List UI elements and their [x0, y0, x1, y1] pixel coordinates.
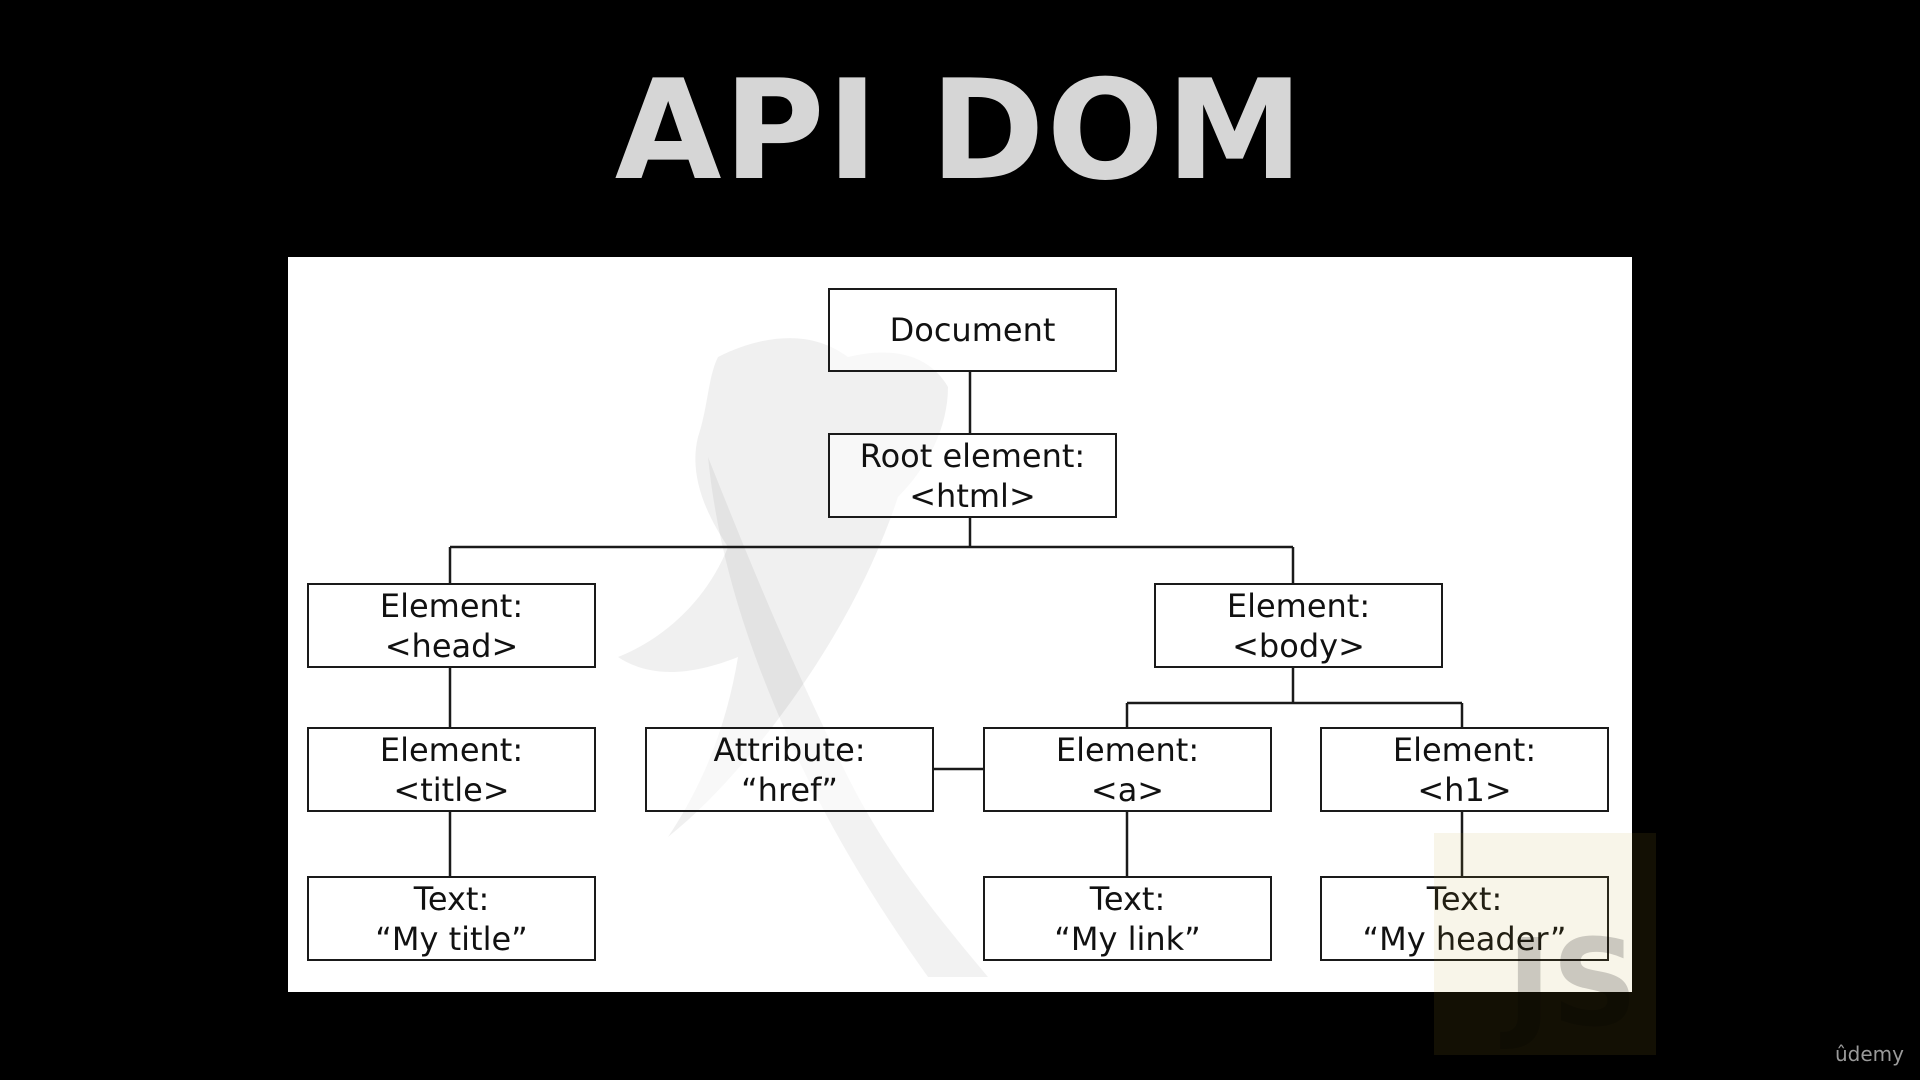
- text-title-node: Text: “My title”: [307, 876, 596, 961]
- text-header-label: Text:: [1426, 879, 1503, 918]
- head-element-label: Element:: [379, 586, 524, 625]
- js-logo-watermark: JS: [1434, 833, 1656, 1055]
- title-element-tag: <title>: [393, 770, 510, 809]
- udemy-brand-logo: ûdemy: [1835, 1042, 1904, 1066]
- h1-element-tag: <h1>: [1417, 770, 1512, 809]
- text-link-value: “My link”: [1054, 919, 1201, 958]
- attribute-label: Attribute:: [713, 730, 866, 769]
- head-element-tag: <head>: [384, 626, 519, 665]
- text-link-label: Text:: [1089, 879, 1166, 918]
- title-element-node: Element: <title>: [307, 727, 596, 812]
- title-element-label: Element:: [379, 730, 524, 769]
- tree-connectors: [448, 372, 1464, 876]
- document-node: Document: [828, 288, 1117, 372]
- dom-tree-panel: Document Root element: <html> Element: <…: [288, 257, 1632, 992]
- attribute-node: Attribute: “href”: [645, 727, 934, 812]
- text-header-value: “My header”: [1362, 919, 1567, 958]
- head-element-node: Element: <head>: [307, 583, 596, 668]
- root-element-node: Root element: <html>: [828, 433, 1117, 518]
- text-title-value: “My title”: [375, 919, 528, 958]
- slide-title: API DOM: [614, 50, 1306, 211]
- root-element-tag: <html>: [909, 476, 1036, 515]
- text-header-node: Text: “My header”: [1320, 876, 1609, 961]
- root-element-label: Root element:: [859, 436, 1086, 475]
- document-node-label: Document: [889, 311, 1056, 349]
- a-element-node: Element: <a>: [983, 727, 1272, 812]
- h1-element-label: Element:: [1392, 730, 1537, 769]
- attribute-value: “href”: [741, 770, 838, 809]
- text-link-node: Text: “My link”: [983, 876, 1272, 961]
- body-element-label: Element:: [1226, 586, 1371, 625]
- body-element-node: Element: <body>: [1154, 583, 1443, 668]
- a-element-label: Element:: [1055, 730, 1200, 769]
- body-element-tag: <body>: [1232, 626, 1365, 665]
- a-element-tag: <a>: [1090, 770, 1165, 809]
- js-logo-label: JS: [1506, 915, 1638, 1054]
- text-title-label: Text:: [413, 879, 490, 918]
- h1-element-node: Element: <h1>: [1320, 727, 1609, 812]
